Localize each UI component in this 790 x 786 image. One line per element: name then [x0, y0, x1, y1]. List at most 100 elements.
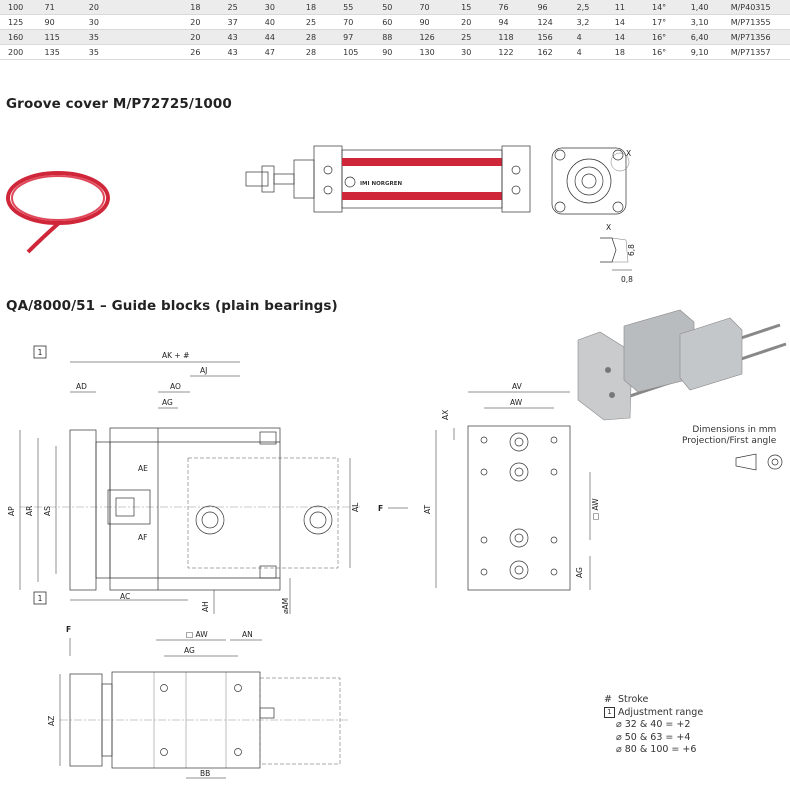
table-cell: 1,40: [682, 0, 723, 15]
table-cell: 30: [80, 14, 131, 30]
guide-front-view: 1 1 AK + # AJ AD AO AG AE AF AP AR AS AL…: [7, 345, 360, 614]
table-cell: 122: [490, 44, 530, 60]
dim-aw-sq: □ AW: [591, 498, 600, 520]
table-cell: 40: [256, 14, 298, 30]
dim-aj: AJ: [200, 366, 207, 375]
table-cell: 90: [36, 14, 81, 30]
dim-al: AL: [351, 502, 360, 512]
table-cell: 20: [182, 14, 220, 30]
guide-block-iso-image: [577, 309, 787, 421]
table-cell: 200: [0, 44, 37, 60]
table-cell: 71: [36, 0, 81, 15]
dim-aw-bottom: □ AW: [186, 630, 208, 639]
table-cell: 94: [490, 14, 530, 30]
table-cell: [130, 44, 183, 60]
adjust-text: Adjustment range: [618, 706, 704, 718]
dim-ax: AX: [441, 410, 450, 420]
table-cell: 9,10: [682, 44, 723, 60]
table-cell: 6,40: [682, 29, 723, 45]
table-cell: 90: [411, 14, 454, 30]
cylinder-end-view: X: [551, 147, 631, 215]
table-cell: 17°: [643, 14, 683, 30]
table-cell: 76: [490, 0, 530, 15]
table-cell: [130, 14, 183, 30]
dim-ar: AR: [25, 506, 34, 516]
legend-item: ⌀ 32 & 40 = +2: [616, 719, 691, 730]
box-marker-legend: 1: [604, 706, 615, 718]
dim-ak: AK + #: [162, 351, 189, 360]
stroke-text: Stroke: [618, 694, 649, 705]
dimensions-note: Dimensions in mm Projection/First angle: [682, 425, 776, 447]
table-cell: 97: [335, 29, 375, 45]
legend-item: ⌀ 80 & 100 = +6: [616, 744, 697, 755]
table-cell: 28: [297, 44, 336, 60]
first-angle-projection-icon: [735, 453, 783, 471]
table-cell: 18: [297, 0, 336, 15]
guide-bottom-view: F □ AW AN AG AZ BB: [47, 625, 350, 779]
table-cell: 115: [36, 29, 81, 45]
guide-side-view: F AV AW AX AT □ AW AG: [378, 382, 600, 591]
table-cell: 105: [335, 44, 375, 60]
brand-text: IMI NORGREN: [360, 181, 403, 187]
table-cell: 20: [453, 14, 491, 30]
table-cell: 124: [529, 14, 569, 30]
table-cell: [130, 29, 183, 45]
dimensions-text: Dimensions in mm: [692, 425, 777, 435]
projection-text: Projection/First angle: [682, 436, 777, 446]
table-cell: 3,2: [568, 14, 607, 30]
table-cell: 18: [182, 0, 220, 15]
table-cell: 47: [256, 44, 298, 60]
dim-av: AV: [512, 382, 523, 391]
dim-bb: BB: [200, 769, 210, 778]
table-cell: 14: [606, 29, 644, 45]
table-cell: [130, 0, 183, 15]
table-cell: 96: [529, 0, 569, 15]
groove-detail: X 0,8 6,8: [600, 223, 636, 284]
table-cell: 100: [0, 0, 37, 15]
hash-symbol: #: [604, 694, 612, 705]
dim-ap: AP: [7, 506, 16, 516]
dim-aw: AW: [510, 398, 523, 407]
table-cell: 118: [490, 29, 530, 45]
table-cell: 70: [411, 0, 454, 15]
table-cell: 125: [0, 14, 37, 30]
table-cell: 25: [453, 29, 491, 45]
table-cell: 26: [182, 44, 220, 60]
table-cell: 15: [453, 0, 491, 15]
table-cell: 162: [529, 44, 569, 60]
box-marker-1: 1: [38, 348, 43, 357]
legend-stroke-row: # Stroke: [604, 694, 703, 707]
table-cell: 20: [80, 0, 131, 15]
table-cell: 43: [219, 29, 257, 45]
dim-as: AS: [43, 506, 52, 516]
table-cell: 11: [606, 0, 644, 15]
dim-af: AF: [138, 533, 147, 542]
force-label-side: F: [378, 504, 383, 513]
table-cell: M/P71357: [722, 44, 790, 60]
cylinder-side-view: IMI NORGREN: [245, 145, 531, 213]
dim-at: AT: [423, 504, 432, 514]
dim-ag-bottom: AG: [184, 646, 195, 655]
dim-depth: 6,8: [627, 244, 636, 256]
table-cell: 130: [411, 44, 454, 60]
x-label: X: [626, 149, 631, 158]
table-cell: 30: [453, 44, 491, 60]
box-marker-2: 1: [38, 594, 43, 603]
groove-cover-title: Groove cover M/P72725/1000: [6, 96, 232, 112]
table-cell: 50: [374, 0, 412, 15]
table-cell: 160: [0, 29, 37, 45]
table-cell: 30: [256, 0, 298, 15]
dim-am: ⌀AM: [281, 598, 290, 614]
table-cell: 3,10: [682, 14, 723, 30]
dim-ag-side: AG: [575, 567, 584, 578]
dim-ae: AE: [138, 464, 148, 473]
table-cell: 37: [219, 14, 257, 30]
dim-az: AZ: [47, 716, 56, 726]
dim-ad: AD: [76, 382, 87, 391]
table-cell: 4: [568, 29, 607, 45]
table-cell: 43: [219, 44, 257, 60]
table-cell: 70: [335, 14, 375, 30]
